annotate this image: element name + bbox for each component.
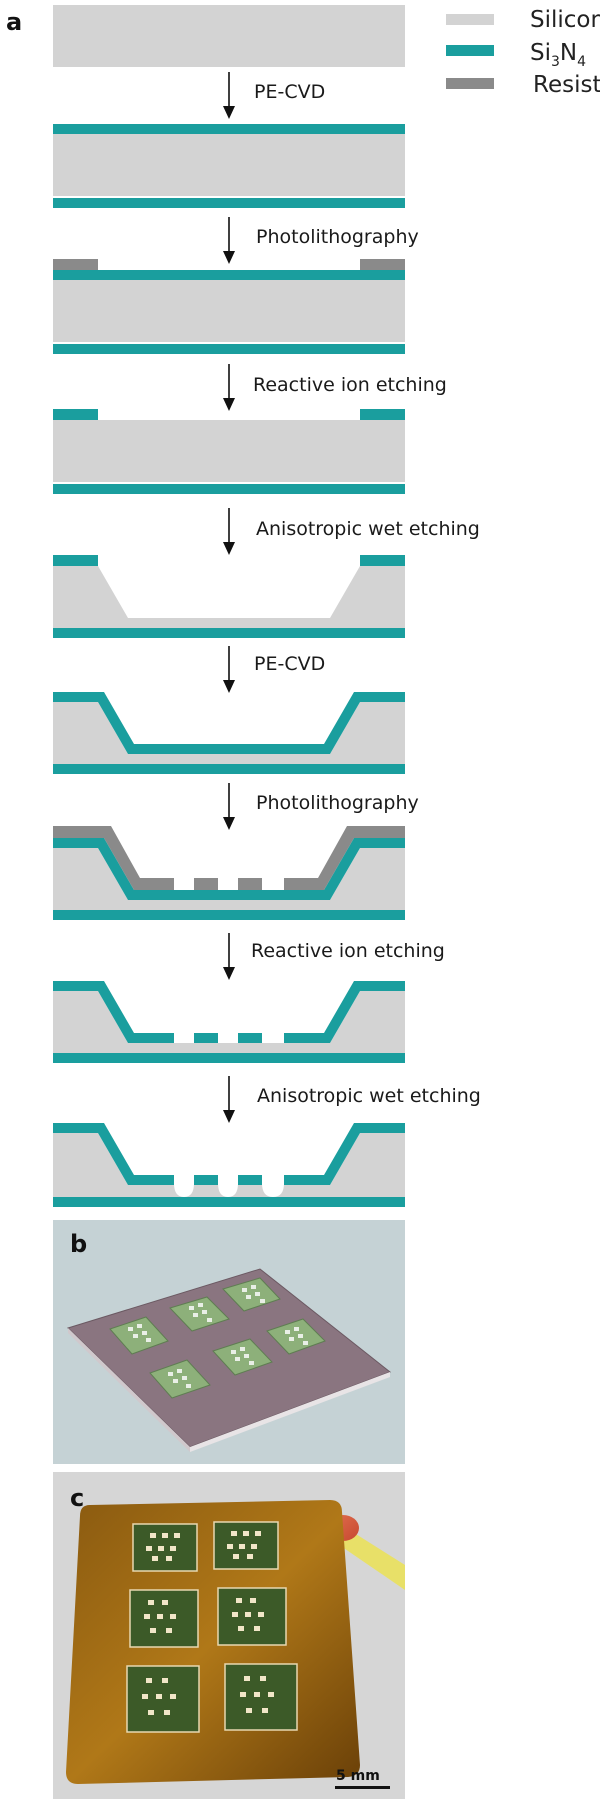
stage-6-photolithography (53, 826, 405, 920)
stage-2-photolithography (53, 259, 405, 354)
legend: Silicon Si3N4 Resist (446, 7, 600, 98)
stage-8-wet-etching (53, 1123, 405, 1207)
arrow-4 (223, 508, 235, 555)
membrane-holes (128, 1285, 308, 1388)
stage-1-pecvd (53, 124, 405, 208)
panel-b-render: b (53, 1220, 405, 1464)
step-label-1: PE-CVD (254, 81, 325, 103)
panel-b-label: b (70, 1230, 87, 1258)
legend-resist-label: Resist (533, 72, 600, 98)
chip-window-holes (142, 1531, 274, 1715)
legend-si3n4-label: Si3N4 (530, 40, 586, 70)
arrow-8 (223, 1076, 235, 1123)
arrow-1 (223, 72, 235, 119)
arrow-6 (223, 783, 235, 830)
panel-c-label: c (70, 1484, 84, 1512)
arrow-5 (223, 646, 235, 693)
legend-silicon-swatch (446, 14, 494, 25)
arrow-3 (223, 364, 235, 411)
scale-bar-label: 5 mm (336, 1768, 380, 1784)
arrow-2 (223, 217, 235, 264)
scale-bar (335, 1786, 390, 1789)
step-label-3: Reactive ion etching (253, 374, 447, 396)
panel-a-label: a (6, 8, 22, 36)
stage-7-reactive-ion-etching (53, 981, 405, 1063)
stage-3-reactive-ion-etching (53, 409, 405, 494)
step-label-2: Photolithography (256, 226, 419, 248)
legend-si3n4-swatch (446, 45, 494, 56)
arrow-7 (223, 933, 235, 980)
stage-4-wet-etching (53, 555, 405, 638)
legend-resist-swatch (446, 78, 494, 89)
chip (66, 1500, 360, 1784)
stage-5-pecvd (53, 692, 405, 774)
chip-windows (126, 1521, 298, 1733)
panel-c-photo: c (53, 1472, 405, 1799)
step-label-5: PE-CVD (254, 653, 325, 675)
membrane-tiles (109, 1277, 326, 1399)
legend-silicon-label: Silicon (530, 7, 600, 33)
step-label-7: Reactive ion etching (251, 940, 445, 962)
stage-0-bare-silicon (53, 5, 405, 67)
step-label-8: Anisotropic wet etching (257, 1085, 481, 1107)
step-label-6: Photolithography (256, 792, 419, 814)
step-label-4: Anisotropic wet etching (256, 518, 480, 540)
